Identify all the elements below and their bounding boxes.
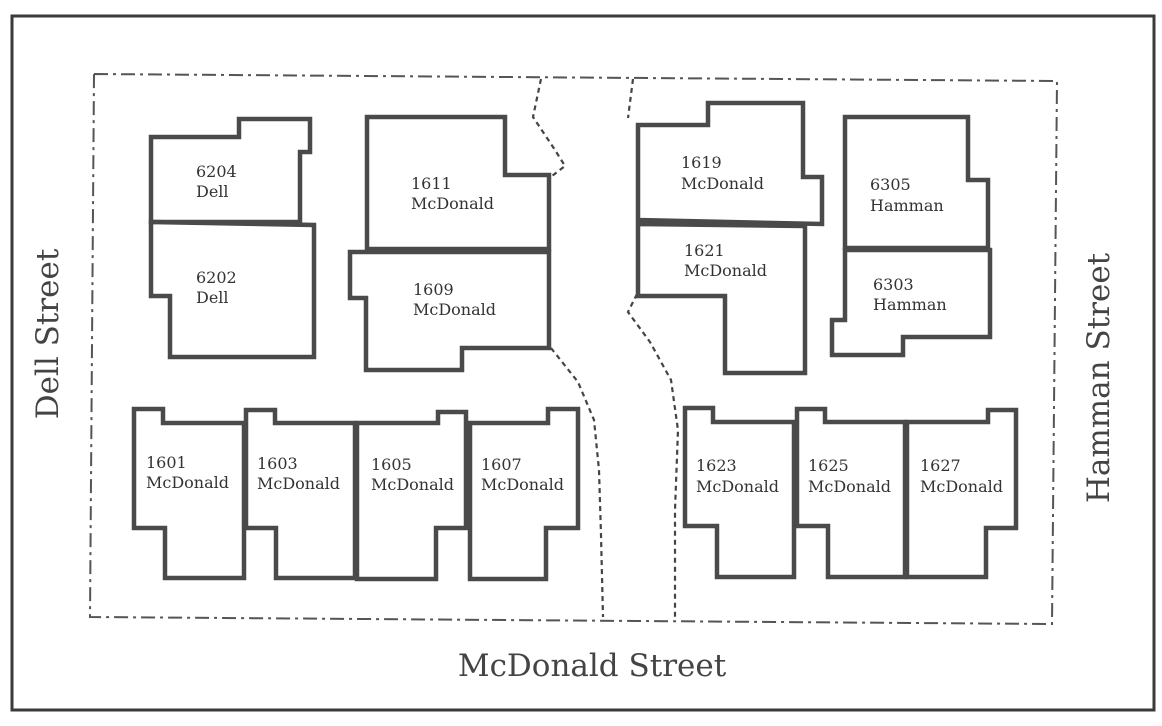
street-label-dell: Dell Street <box>30 248 66 419</box>
path-north-east <box>626 78 635 119</box>
building-1607-street: McDonald <box>481 475 564 494</box>
building-1625-street: McDonald <box>808 477 891 496</box>
building-1623-number: 1623 <box>696 456 737 475</box>
lot-boundary <box>88 72 1059 626</box>
building-1607 <box>467 406 581 582</box>
building-1627-street: McDonald <box>920 477 1003 496</box>
building-6204-street: Dell <box>196 182 229 201</box>
building-1605-street: McDonald <box>371 475 454 494</box>
path-north-west <box>531 78 567 177</box>
building-1609-street: McDonald <box>413 300 496 319</box>
building-6303-street: Hamman <box>873 295 947 314</box>
building-1611 <box>364 114 552 252</box>
building-1601 <box>131 406 247 581</box>
building-6202-street: Dell <box>196 288 229 307</box>
building-1619-number: 1619 <box>681 153 722 172</box>
building-6202 <box>148 219 317 360</box>
building-1619 <box>635 100 825 227</box>
building-1605-number: 1605 <box>371 455 412 474</box>
building-6303 <box>829 247 993 358</box>
building-1621-street: McDonald <box>684 261 767 280</box>
building-1607-number: 1607 <box>481 455 522 474</box>
map-frame <box>10 14 1156 712</box>
building-1623-street: McDonald <box>696 477 779 496</box>
path-south-east <box>626 293 680 617</box>
building-6305-number: 6305 <box>870 175 911 194</box>
building-6202-number: 6202 <box>196 268 237 287</box>
building-1603-number: 1603 <box>257 454 298 473</box>
building-1627-number: 1627 <box>920 456 961 475</box>
building-1621 <box>635 221 808 376</box>
building-1609-number: 1609 <box>413 280 454 299</box>
building-1619-street: McDonald <box>681 174 764 193</box>
building-6305-street: Hamman <box>870 196 944 215</box>
path-south-west <box>550 347 605 618</box>
building-1605 <box>354 409 469 582</box>
building-1609 <box>347 249 552 373</box>
building-1603-street: McDonald <box>257 474 340 493</box>
building-1621-number: 1621 <box>684 241 725 260</box>
building-6305 <box>842 114 991 251</box>
street-label-hamman: Hamman Street <box>1081 252 1117 503</box>
street-label-mcdonald: McDonald Street <box>458 648 727 684</box>
building-6204-number: 6204 <box>196 162 237 181</box>
building-6303-number: 6303 <box>873 275 914 294</box>
building-1611-street: McDonald <box>411 194 494 213</box>
building-1601-number: 1601 <box>146 453 187 472</box>
building-1611-number: 1611 <box>411 174 452 193</box>
building-1601-street: McDonald <box>146 473 229 492</box>
building-1625-number: 1625 <box>808 456 849 475</box>
building-1627 <box>904 407 1019 580</box>
building-1623 <box>682 405 797 580</box>
